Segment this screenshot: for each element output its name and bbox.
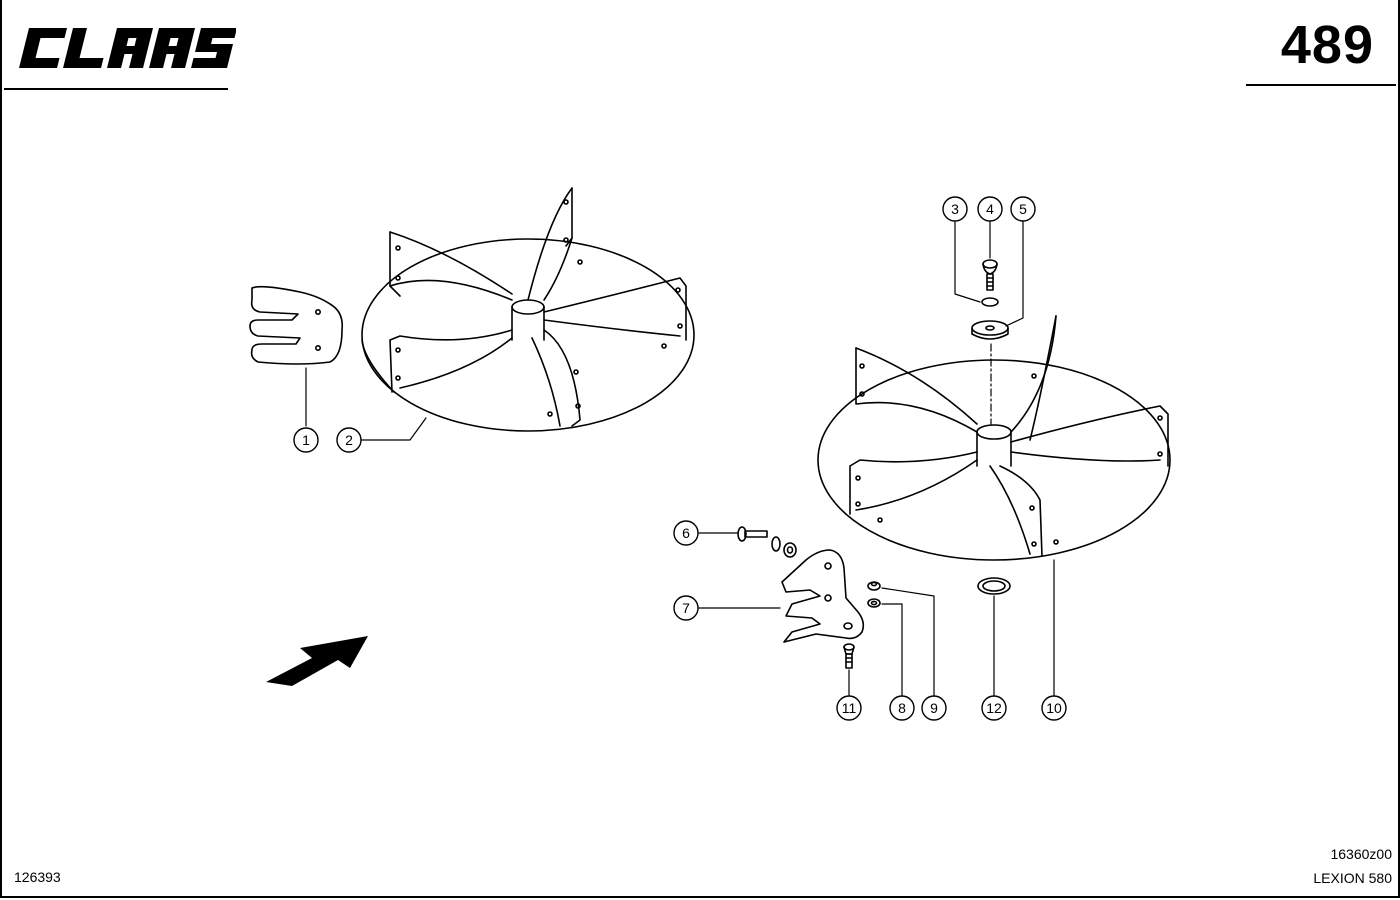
part-4-bolt: [982, 259, 998, 291]
svg-text:2: 2: [345, 432, 353, 448]
callout-6: 6: [673, 520, 699, 546]
page-number: 489: [1280, 15, 1374, 75]
part-10-fan-wheel: [817, 315, 1171, 561]
svg-text:3: 3: [951, 201, 959, 217]
callout-9: 9: [921, 695, 947, 721]
callout-5: 5: [1010, 196, 1036, 222]
part-2-fan-wheel: [361, 187, 695, 432]
part-11-screw: [843, 643, 855, 669]
drawing-code: 16360z00: [1330, 846, 1392, 862]
part-3-washer: [981, 297, 999, 307]
callout-10: 10: [1041, 695, 1067, 721]
part-8-washer: [867, 598, 881, 608]
callout-1: 1: [293, 427, 319, 453]
callout-12: 12: [981, 695, 1007, 721]
svg-text:11: 11: [842, 700, 857, 716]
callout-11: 11: [836, 695, 862, 721]
callout-3: 3: [942, 196, 968, 222]
svg-text:10: 10: [1046, 700, 1062, 716]
svg-text:1: 1: [302, 432, 310, 448]
svg-text:12: 12: [986, 700, 1002, 716]
svg-text:5: 5: [1019, 201, 1027, 217]
direction-arrow: [266, 636, 368, 686]
part-12-ring: [977, 577, 1011, 595]
part-6-bolt: [737, 526, 797, 558]
callout-8: 8: [889, 695, 915, 721]
callout-4: 4: [977, 196, 1003, 222]
part-1-fork-bracket: [249, 285, 344, 365]
header-rule-left: [4, 88, 228, 90]
svg-text:9: 9: [930, 700, 938, 716]
part-5-cover-disc: [971, 320, 1009, 340]
callout-2: 2: [336, 427, 362, 453]
svg-text:7: 7: [682, 600, 690, 616]
claas-logo: [19, 28, 236, 68]
leader-lines: [305, 221, 1055, 696]
part-9-nut: [867, 581, 881, 591]
svg-text:8: 8: [898, 700, 906, 716]
callout-7: 7: [673, 595, 699, 621]
machine-model: LEXION 580: [1313, 870, 1392, 886]
part-7-fork-bracket: [781, 549, 865, 643]
svg-text:4: 4: [986, 201, 994, 217]
illustration-id: 126393: [14, 869, 61, 885]
header-rule-right: [1246, 84, 1396, 86]
svg-text:6: 6: [682, 525, 690, 541]
